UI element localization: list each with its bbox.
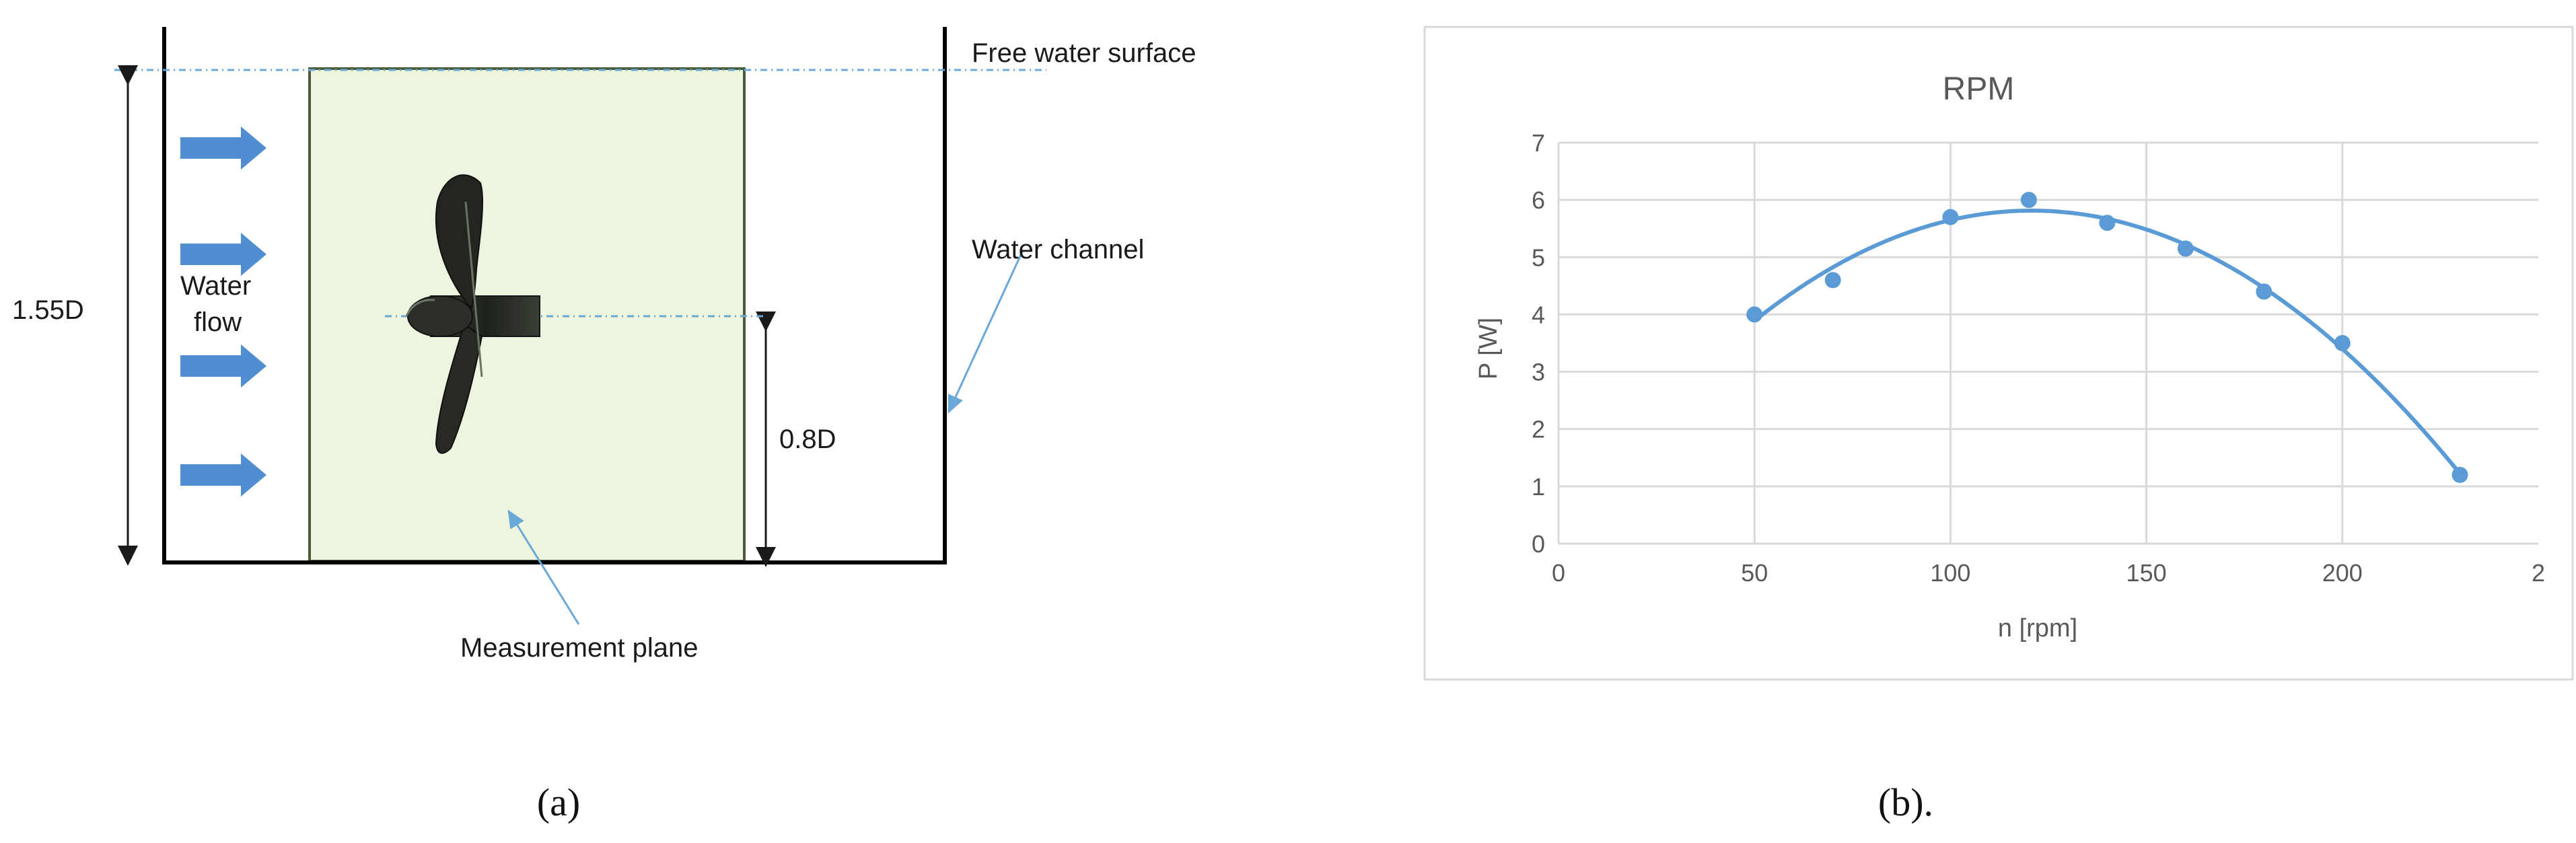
y-tick-label: 3 [1532,359,1545,386]
water-channel-pointer [947,250,1024,414]
chart-axes: 0 1 2 3 4 5 6 7 0 50 100 150 200 2 [1532,129,2545,587]
measurement-plane-label: Measurement plane [460,633,699,663]
flow-arrow [180,233,266,276]
y-tick-label: 6 [1532,186,1545,214]
x-tick-label: 50 [1741,559,1768,587]
y-tick-label: 4 [1532,301,1545,328]
x-tick-label: 200 [2322,559,2363,587]
y-tick-label: 2 [1532,416,1545,443]
free-surface-label: Free water surface [972,38,1196,68]
data-point [2177,240,2194,257]
y-tick-label: 1 [1532,473,1545,501]
data-point [2020,192,2037,209]
data-point [2334,335,2351,351]
y-axis-title: P [W] [1474,318,1503,379]
water-flow-label-line1: Water [180,271,251,301]
data-point [2099,215,2116,231]
chart-series [1746,192,2468,483]
x-axis-title: n [rpm] [1998,614,2077,643]
x-tick-label: 150 [2126,559,2167,587]
data-point [2256,283,2273,300]
x-tick-label: 100 [1930,559,1970,587]
y-tick-label: 7 [1532,129,1545,157]
data-point [2452,466,2468,483]
chart-frame [1423,26,2574,681]
data-point [1824,272,1841,289]
chart-title: RPM [1943,71,2015,107]
flow-arrow [180,453,266,497]
flow-arrow [180,126,266,170]
y-tick-label: 0 [1532,530,1545,558]
height-total-label: 1.55D [12,295,84,325]
y-tick-label: 5 [1532,244,1545,271]
flow-arrow [180,344,266,388]
x-tick-label: 2 [2532,559,2545,587]
water-channel-label: Water channel [972,235,1144,264]
height-axis-label: 0.8D [779,425,836,454]
panel-b-caption: (b). [1878,780,1933,824]
panel-a-caption: (a) [537,780,580,824]
panel-a-schematic: Free water surface Water channel 1.55D W… [12,27,1196,824]
data-point [1942,209,1959,225]
measurement-plane-pointer [507,509,580,625]
x-tick-label: 0 [1552,559,1565,587]
chart-grid [1557,141,2538,545]
propeller-icon [405,174,540,454]
data-point [1746,306,1763,323]
water-flow-label-line2: flow [194,307,242,337]
